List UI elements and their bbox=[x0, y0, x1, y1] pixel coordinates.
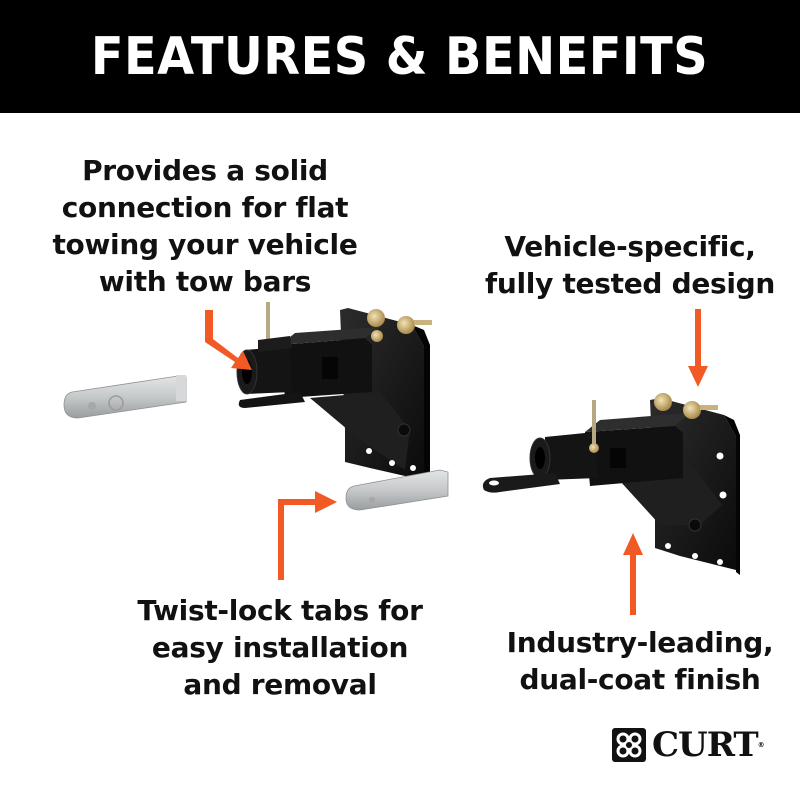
callout-line: with tow bars bbox=[98, 265, 312, 298]
left-twist-lock-tab bbox=[63, 375, 187, 419]
registered-mark: ® bbox=[757, 741, 765, 749]
callout-line: dual-coat finish bbox=[519, 663, 761, 696]
callout-line: towing your vehicle bbox=[52, 228, 358, 261]
callout-line: easy installation bbox=[151, 631, 409, 664]
callout-line: fully tested design bbox=[484, 267, 776, 300]
callout-vehicle-specific-design: Vehicle-specific, fully tested design bbox=[470, 228, 790, 302]
callout-line: connection for flat bbox=[61, 191, 349, 224]
left-tow-bracket bbox=[236, 302, 432, 490]
callout-twist-lock-tabs: Twist-lock tabs for easy installation an… bbox=[120, 592, 440, 703]
page-title: FEATURES & BENEFITS bbox=[91, 26, 709, 87]
callout-flat-towing-connection: Provides a solid connection for flat tow… bbox=[40, 152, 370, 300]
callout-line: and removal bbox=[183, 668, 377, 701]
callout-line: Twist-lock tabs for bbox=[137, 594, 423, 627]
arrow-finish bbox=[623, 533, 643, 615]
curt-emblem-icon bbox=[612, 728, 646, 762]
curt-logo: CURT® bbox=[612, 724, 765, 766]
callout-line: Industry-leading, bbox=[506, 626, 774, 659]
callout-dual-coat-finish: Industry-leading, dual-coat finish bbox=[480, 624, 800, 698]
arrow-twistlock bbox=[278, 491, 337, 580]
brand-name: CURT bbox=[652, 725, 759, 765]
header-bar: FEATURES & BENEFITS bbox=[0, 0, 800, 113]
right-twist-lock-tab bbox=[345, 469, 449, 511]
callout-line: Provides a solid bbox=[82, 154, 328, 187]
right-tow-bracket bbox=[482, 393, 740, 575]
arrow-connection bbox=[205, 310, 252, 370]
callout-line: Vehicle-specific, bbox=[504, 230, 756, 263]
arrow-design bbox=[688, 309, 708, 387]
